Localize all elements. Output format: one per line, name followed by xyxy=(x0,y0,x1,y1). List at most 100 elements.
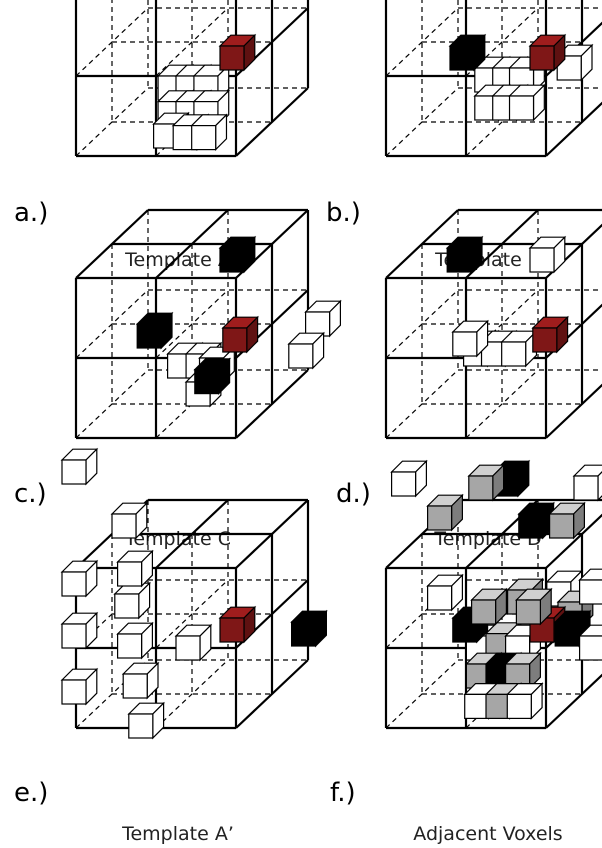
white-voxel-cube xyxy=(555,43,594,82)
cube-front-face xyxy=(136,323,162,349)
white-voxel-cube xyxy=(127,701,166,740)
lattice-edge xyxy=(465,289,539,359)
cube-front-face xyxy=(446,247,472,273)
gray-voxel-cube xyxy=(548,501,586,540)
white-voxel-cube xyxy=(190,113,228,152)
lattice-edge xyxy=(155,7,229,77)
cube-front-face xyxy=(518,513,544,539)
cube-front-face xyxy=(219,617,245,643)
panel-adjacent-voxels: f.) Adjacent Voxels xyxy=(330,459,602,845)
white-voxel-cube xyxy=(174,623,213,662)
panel-f-caption: Adjacent Voxels xyxy=(413,823,562,845)
cube-front-face xyxy=(191,124,217,151)
panel-e-caption: Template A’ xyxy=(121,823,234,845)
cube-front-face xyxy=(506,693,532,720)
lattice-edge xyxy=(155,499,229,569)
voxel-lattice xyxy=(74,0,310,158)
lattice-edge xyxy=(545,383,602,439)
template-c-voxels xyxy=(74,208,342,440)
gray-voxel-cube xyxy=(504,651,542,690)
cube-front-face xyxy=(111,513,137,539)
cube-front-face xyxy=(573,475,599,501)
cube-front-face xyxy=(468,475,494,501)
cube-front-face xyxy=(128,713,154,739)
lattice-edge xyxy=(75,7,149,77)
white-voxel-cube xyxy=(508,83,546,122)
red-voxel-cube xyxy=(531,315,570,354)
white-voxel-cube xyxy=(505,682,544,720)
lattice-edge xyxy=(385,209,459,279)
panel-a-caption: Template A xyxy=(124,249,231,271)
white-voxel-cube xyxy=(110,501,149,540)
gray-voxel-cube xyxy=(426,493,464,532)
black-voxel-cube xyxy=(448,33,487,72)
white-voxel-cube xyxy=(578,624,602,661)
lattice-lines xyxy=(74,208,310,440)
white-voxel-cube xyxy=(390,459,428,498)
lattice-lines xyxy=(384,208,602,440)
panel-template-a-prime: e.) Template A’ xyxy=(14,447,328,845)
cube-front-face xyxy=(61,679,87,705)
panel-template-a: a.) Template A xyxy=(14,0,310,271)
panel-template-c: c.) Template C xyxy=(14,208,342,550)
cube-front-face xyxy=(501,341,527,367)
cube-front-face xyxy=(391,471,417,497)
lattice-edge xyxy=(385,369,459,439)
cube-front-face xyxy=(116,633,143,659)
black-voxel-cube xyxy=(218,235,257,274)
lattice-edge xyxy=(75,87,149,157)
cube-front-face xyxy=(61,459,87,485)
panel-b-letter: b.) xyxy=(326,198,361,228)
panel-f-letter: f.) xyxy=(330,778,356,808)
cube-front-face xyxy=(485,693,511,720)
white-voxel-cube xyxy=(113,581,152,620)
cube-front-face xyxy=(529,247,555,273)
black-voxel-cube xyxy=(193,357,232,396)
cube-front-face xyxy=(222,327,248,353)
lattice-edge xyxy=(465,7,539,77)
black-voxel-cube xyxy=(553,609,592,648)
lattice-edge xyxy=(545,673,602,729)
panel-c-letter: c.) xyxy=(14,479,47,509)
cube-front-face xyxy=(464,693,490,720)
template-d-voxels xyxy=(384,208,602,440)
lattice-edge xyxy=(385,289,459,359)
cube-front-face xyxy=(219,247,245,273)
lattice-edge xyxy=(465,369,539,439)
cube-front-face xyxy=(116,561,143,587)
voxel-lattice xyxy=(384,208,602,440)
black-voxel-cube xyxy=(290,609,328,648)
cube-front-face xyxy=(291,621,317,647)
white-voxel-cube xyxy=(528,235,567,274)
white-voxel-cube xyxy=(121,661,160,700)
red-voxel-cube xyxy=(528,33,567,72)
lattice-edge xyxy=(155,209,229,279)
cube-front-face xyxy=(532,327,558,353)
white-voxel-cube xyxy=(426,573,464,612)
cube-front-face xyxy=(288,343,314,369)
white-voxel-cube xyxy=(60,667,99,706)
red-voxel-cube xyxy=(221,315,260,354)
lattice-edge xyxy=(75,369,149,439)
cube-front-face xyxy=(61,623,87,649)
lattice-edge xyxy=(465,209,539,279)
black-voxel-cube xyxy=(135,311,174,350)
cube-front-face xyxy=(427,585,453,611)
lattice-edge xyxy=(235,499,309,569)
cube-front-face xyxy=(219,45,245,71)
cube-front-face xyxy=(529,45,555,71)
lattice-edge xyxy=(155,289,229,359)
cube-top-face xyxy=(572,464,602,477)
white-voxel-cube xyxy=(60,447,99,486)
lattice-edge xyxy=(545,513,602,569)
cube-front-face xyxy=(548,513,575,539)
panel-template-d: d.) Template D xyxy=(336,208,602,550)
lattice-lines xyxy=(384,0,602,158)
cube-front-face xyxy=(515,599,542,625)
panel-template-b: b.) Template B xyxy=(326,0,602,271)
lattice-edge xyxy=(75,289,149,359)
template-b-voxels xyxy=(384,0,602,158)
lattice-edge xyxy=(235,659,309,729)
voxel-lattice xyxy=(74,208,310,440)
